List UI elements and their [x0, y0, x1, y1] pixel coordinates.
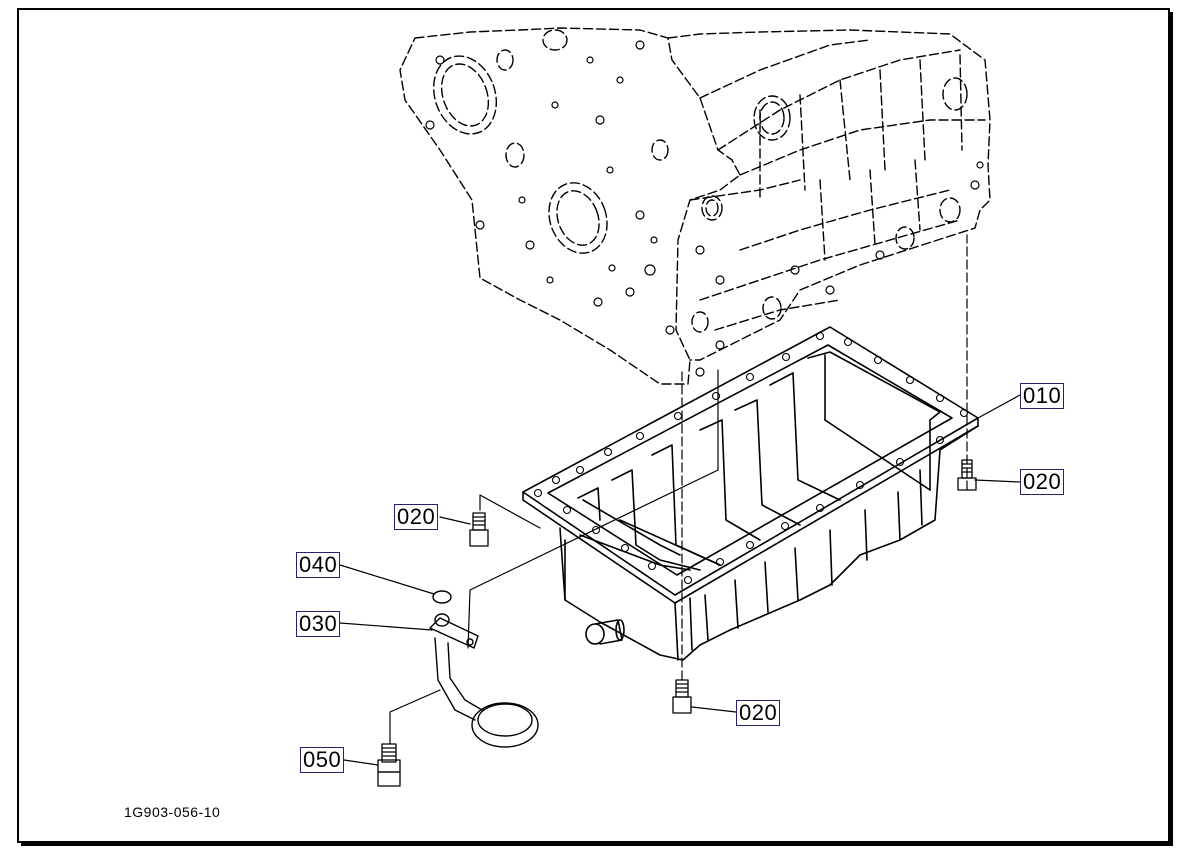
bolt-strainer [377, 743, 401, 787]
engine-block-holes [425, 40, 984, 377]
o-ring [432, 590, 452, 604]
callout-oil-pan: 010 [1020, 383, 1065, 409]
engine-block [399, 27, 991, 385]
drawing-frame [17, 8, 1170, 843]
callout-o-ring: 040 [296, 552, 341, 578]
bolt-bottom [672, 679, 692, 714]
callout-bolt-right: 020 [1020, 469, 1065, 495]
drawing-id: 1G903-056-10 [124, 804, 221, 820]
callout-bolt-left: 020 [394, 504, 439, 530]
leader-lines [339, 234, 1021, 766]
callout-bolt-bottom: 020 [736, 700, 781, 726]
oil-strainer [429, 613, 539, 748]
callout-bolt-strainer: 050 [300, 747, 345, 773]
callout-oil-strainer: 030 [296, 611, 341, 637]
frame-shadow-bottom [21, 843, 1173, 846]
oil-pan [522, 326, 979, 661]
bolt-left [469, 512, 489, 547]
frame-shadow-right [1170, 12, 1173, 845]
